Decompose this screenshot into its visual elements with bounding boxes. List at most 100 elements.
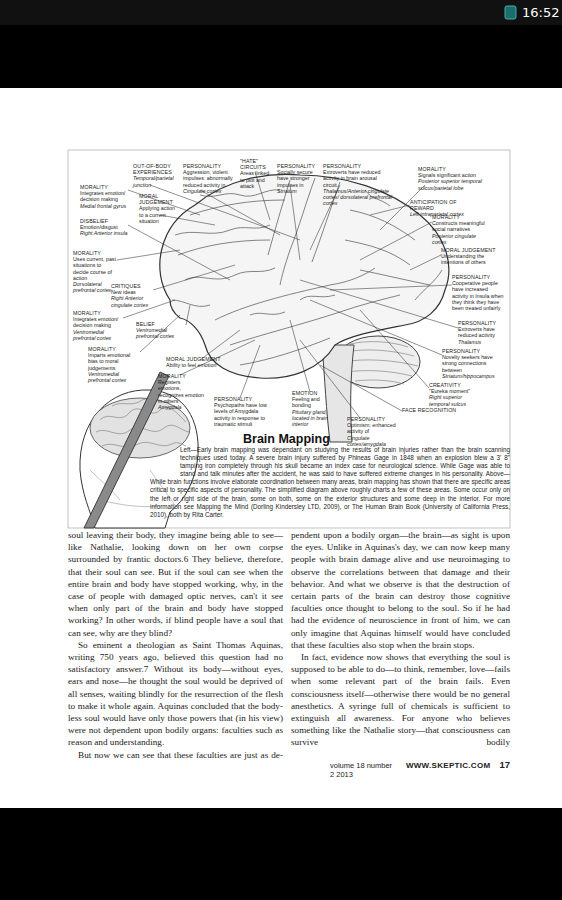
brain-region: Cingulate cortex bbox=[183, 188, 233, 194]
text-group: PERSONALITYAggression, violent impulses:… bbox=[183, 163, 233, 194]
text-group: MORALITYUses current, past situations to… bbox=[73, 250, 117, 293]
caption-wrap-space bbox=[68, 446, 180, 541]
leader-lines bbox=[117, 172, 458, 418]
callout-description: Extroverts have reduced activity in brai… bbox=[323, 169, 393, 188]
callout-description: Feeling and bonding bbox=[292, 396, 338, 408]
callout-description: Ability to feel emotion bbox=[166, 362, 226, 368]
caption-box: Left—Early brain mapping was dependant o… bbox=[68, 446, 510, 541]
callout-heading: MORAL JUDGEMENT bbox=[441, 247, 496, 253]
callout-heading: PERSONALITY bbox=[323, 163, 393, 169]
callout-heading: DISBELIEF bbox=[80, 218, 128, 224]
callout-heading: PERSONALITY bbox=[458, 320, 506, 326]
text-group: volume 18 number 2 2013 WWW.SKEPTIC.COM 17 bbox=[330, 759, 510, 779]
body-paragraph: So eminent a theologian as Saint Thomas … bbox=[68, 639, 283, 749]
text-group: PERSONALITYExtroverts have reduced activ… bbox=[323, 163, 393, 206]
brain-region: Posterior superior temporal sulcus/parie… bbox=[418, 178, 483, 190]
text-group: MORALITYIntegrates emotion/ decision mak… bbox=[80, 184, 128, 209]
notification-icon bbox=[505, 6, 516, 19]
status-bar bbox=[0, 0, 562, 25]
brain-region: Right superior temporal sulcus bbox=[429, 394, 481, 406]
callout-heading: CREATIVITY bbox=[429, 382, 481, 388]
body-paragraph: But now we can see that these faculties … bbox=[68, 749, 283, 761]
callout-heading: MORALITY bbox=[73, 250, 117, 256]
callout-heading: FACE RECOGNITION bbox=[402, 407, 462, 413]
callout-heading: PERSONALITY bbox=[347, 416, 405, 422]
text-group: MORAL JUDGEMENTUnderstanding the intenti… bbox=[441, 247, 496, 266]
text-group: MORAL JUDGEMENTAbility to feel emotion bbox=[166, 356, 226, 368]
text-group: PERSONALITYNovelty seekers have strong c… bbox=[442, 348, 504, 379]
brain-outline bbox=[160, 174, 449, 378]
callout-description: Integrates emotion/ decision making bbox=[73, 316, 123, 328]
text-group: PERSONALITYExtroverts have reduced activ… bbox=[458, 320, 506, 345]
text-group: PERSONALITYPsychopaths have low levels o… bbox=[214, 396, 268, 427]
callout-description: Integrates emotion/ decision making bbox=[80, 190, 128, 202]
callout-heading: PERSONALITY bbox=[214, 396, 268, 402]
text-group: pendent upon a bodily organ—the brain—as… bbox=[291, 529, 510, 749]
callout-heading: PERSONALITY bbox=[277, 163, 321, 169]
callout-description: Understanding the intentions of others bbox=[441, 253, 496, 265]
text-group: MORALITYIntegrates emotion/ decision mak… bbox=[73, 310, 123, 341]
figure-title: Brain Mapping bbox=[243, 432, 330, 446]
brain-region: Striatum/hippocampus bbox=[442, 373, 504, 379]
brain-region: Posterior cingulate cortex bbox=[432, 233, 490, 245]
callout-description: Areas linked to plot and attack bbox=[240, 170, 274, 189]
callout-description: Socially secure have stronger impulses i… bbox=[277, 169, 321, 188]
callout-description: Registers emotions, recognizes emotion i… bbox=[158, 379, 204, 404]
text-group: PERSONALITYSocially secure have stronger… bbox=[277, 163, 321, 194]
callout-description: Novelty seekers have strong connections … bbox=[442, 354, 504, 373]
callout-heading: PERSONALITY bbox=[452, 274, 504, 280]
callout-heading: MORALITY bbox=[418, 166, 483, 172]
body-paragraph: pendent upon a bodily organ—the brain—as… bbox=[291, 529, 510, 651]
callout-heading: BELIEF bbox=[136, 321, 186, 327]
callout-description: Constructs meaningful social narratives bbox=[432, 220, 490, 232]
callout-heading: PERSONALITY bbox=[442, 348, 504, 354]
brain-drawing bbox=[160, 174, 449, 442]
text-group: BELIEFVentromedial prefrontal cortex bbox=[136, 321, 186, 340]
text-group: CREATIVITY"Eureka moment"Right superior … bbox=[429, 382, 481, 407]
callout-description: Aggression, violent impulses: abnormally… bbox=[183, 169, 233, 188]
callout-description: Psychopaths have low levels of Amygdala … bbox=[214, 402, 268, 427]
callout-heading: "HATE" CIRCUITS bbox=[240, 158, 274, 170]
callout-description: Signals significant action bbox=[418, 172, 483, 178]
callout-description: Extroverts have reduced activity bbox=[458, 326, 506, 338]
callout-description: Optimism: enhanced activity of bbox=[347, 422, 405, 434]
text-group: MORALITYSignals significant actionPoster… bbox=[418, 166, 483, 191]
brain-region: Thalamus/Anterior cingulate cortex/ dors… bbox=[323, 188, 393, 207]
callout-heading: MORALITY bbox=[73, 310, 123, 316]
callout-description: Cooperative people have increased activi… bbox=[452, 280, 504, 311]
callout-description: Emotion/disgust bbox=[80, 224, 128, 230]
callout-heading: MORALITY bbox=[88, 346, 140, 352]
brain-region: Right Anterior cingulate cortex bbox=[111, 295, 153, 307]
text-group: MORALITYRegisters emotions, recognizes e… bbox=[158, 373, 204, 410]
callout-heading: MORALITY bbox=[80, 184, 128, 190]
brain-region: Right Anterior insula bbox=[80, 230, 128, 236]
text-group: MORALITYConstructs meaningful social nar… bbox=[432, 214, 490, 245]
page-footer: volume 18 number 2 2013 bbox=[330, 761, 397, 779]
brain-region: Pituitary gland, located in brain interi… bbox=[292, 409, 338, 428]
callout-heading: OUT-OF-BODY EXPERIENCES bbox=[133, 163, 181, 175]
figure-caption: Left—Early brain mapping was dependant o… bbox=[68, 446, 510, 519]
callout-heading: PERSONALITY bbox=[183, 163, 233, 169]
callout-heading: MORAL JUDGEMENT bbox=[166, 356, 226, 362]
body-paragraph: In fact, evidence now shows that everyth… bbox=[291, 651, 510, 749]
text-group: PERSONALITYCooperative people have incre… bbox=[452, 274, 504, 311]
callout-description: Applying action to a current situation bbox=[139, 205, 177, 224]
callout-description: Uses current, past situations to decide … bbox=[73, 256, 117, 281]
figure-frame bbox=[68, 150, 510, 528]
brain-region: Dorsolateral prefrontal cortex bbox=[73, 281, 117, 293]
brain-sulci bbox=[172, 178, 442, 365]
status-time: 16:52 bbox=[522, 5, 562, 20]
text-group: MORAL JUDGEMENTApplying action to a curr… bbox=[139, 193, 177, 224]
page-footer: WWW.SKEPTIC.COM bbox=[406, 761, 491, 770]
callout-heading: MORAL JUDGEMENT bbox=[139, 193, 177, 205]
brain-region: Medial frontal gyrus bbox=[80, 203, 128, 209]
page-footer: 17 bbox=[499, 759, 510, 770]
callout-description: Imparts emotional bias to moral judgemen… bbox=[88, 352, 140, 371]
callout-description: "Eureka moment" bbox=[429, 388, 481, 394]
callout-heading: CRITIQUES bbox=[111, 283, 153, 289]
text-group: OUT-OF-BODY EXPERIENCESTemporal/parietal… bbox=[133, 163, 181, 188]
brain-region: Thalamus bbox=[458, 339, 506, 345]
callout-heading: ANTICIPATION OF REWARD bbox=[410, 199, 482, 211]
brain-region: Ventromedial prefrontal cortex bbox=[136, 327, 186, 339]
text-group: MORALITYImparts emotional bias to moral … bbox=[88, 346, 140, 383]
